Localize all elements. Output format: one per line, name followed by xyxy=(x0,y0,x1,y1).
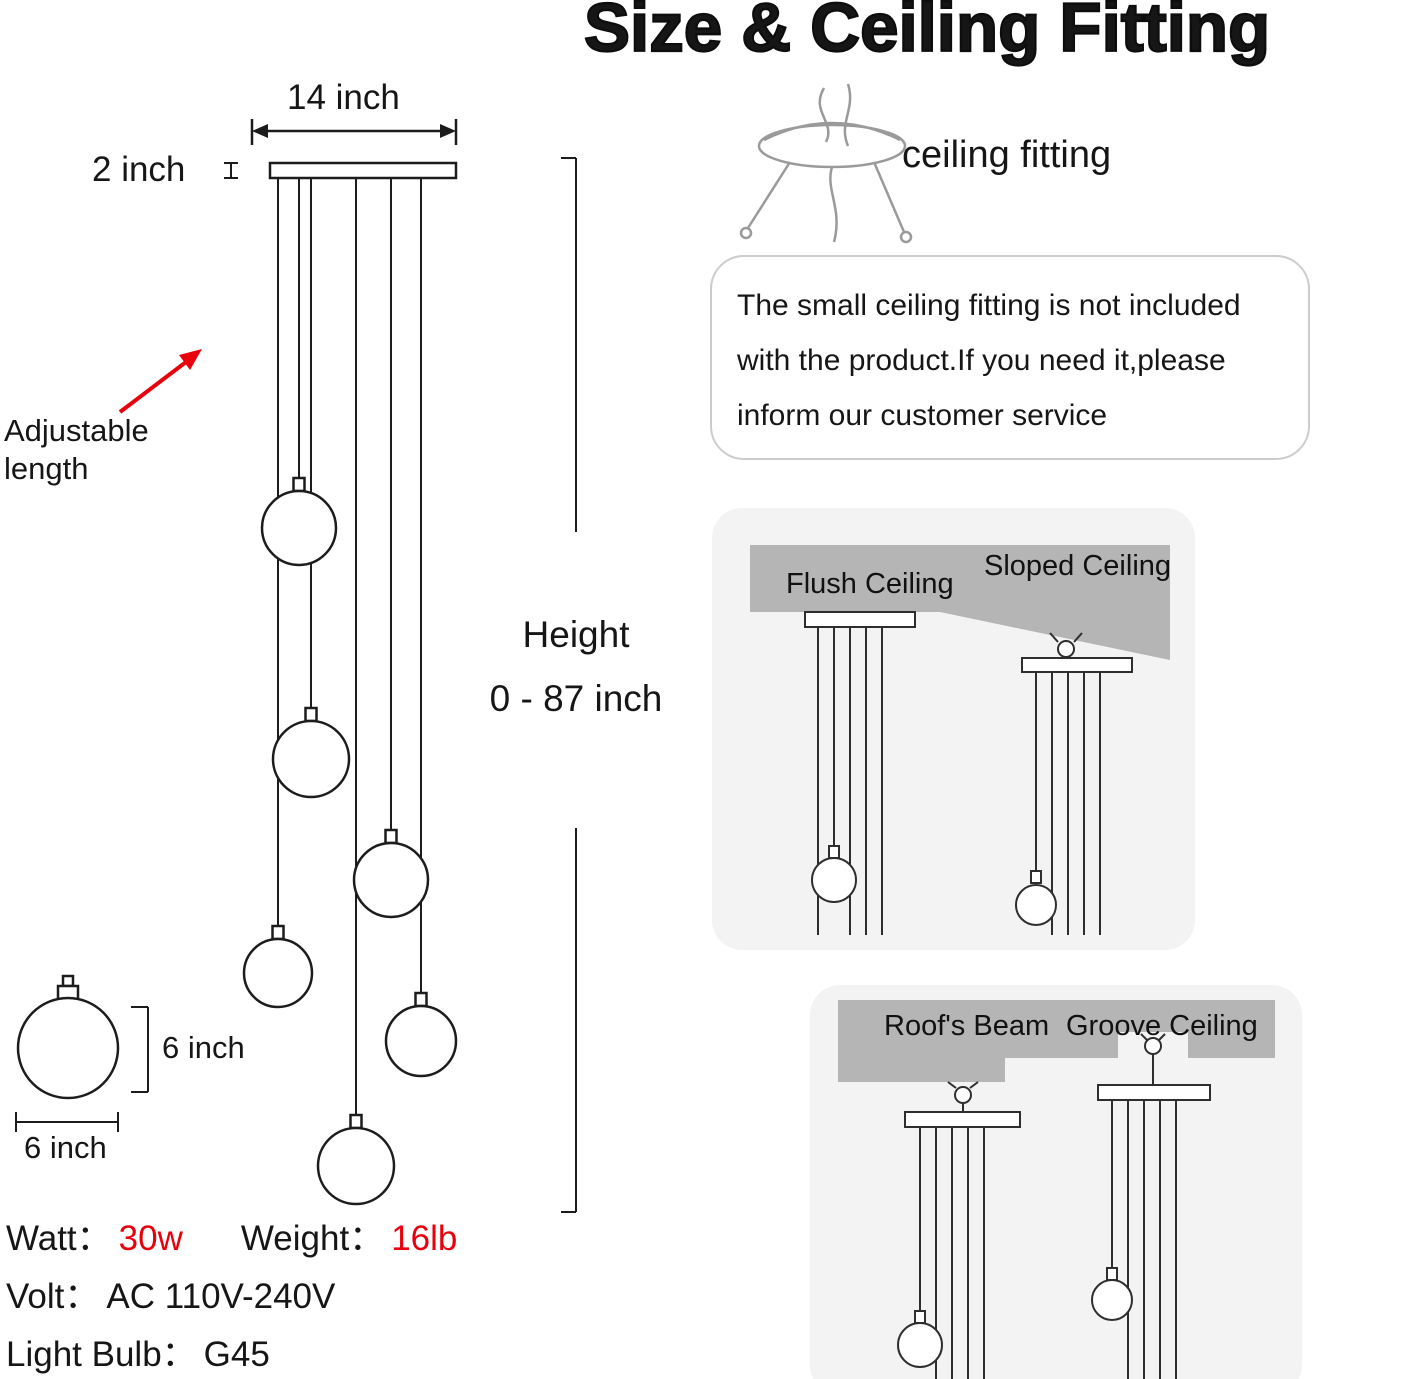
canopy-thickness-tick xyxy=(224,162,238,179)
groove-ceiling-label: Groove Ceiling xyxy=(1066,1010,1258,1042)
pendant-cables xyxy=(277,178,422,1115)
pendant-globes xyxy=(242,476,458,1206)
canopy-thickness-label: 2 inch xyxy=(92,150,186,189)
note-line-2: with the product.If you need it,please xyxy=(737,344,1226,377)
globe-width-label: 6 inch xyxy=(24,1130,107,1165)
spec-line-watt-weight: Watt：30w Weight：16lb xyxy=(6,1210,457,1268)
globe-width-dimension xyxy=(15,1112,119,1132)
ceiling-fitting-note-box: The small ceiling fitting is not include… xyxy=(710,255,1310,460)
spec-line-bulb: Light Bulb：G45 xyxy=(6,1326,457,1379)
watt-value: 30w xyxy=(118,1219,183,1258)
weight-label: Weight： xyxy=(240,1219,385,1258)
volt-value: AC 110V-240V xyxy=(106,1277,336,1316)
globe-height-label: 6 inch xyxy=(162,1030,245,1065)
canopy-width-dimension xyxy=(250,119,458,145)
weight-value: 16lb xyxy=(391,1219,458,1258)
bulb-label: Light Bulb： xyxy=(6,1335,197,1374)
flush-ceiling-label: Flush Ceiling xyxy=(786,568,954,600)
globe-height-dimension xyxy=(131,1006,149,1093)
note-line-3: inform our customer service xyxy=(737,399,1108,432)
height-dimension-label: Height 0 - 87 inch xyxy=(456,614,696,720)
canopy-plate xyxy=(268,161,458,180)
globe-detail-drawing xyxy=(15,974,149,1132)
adjustable-length-label: Adjustable length xyxy=(4,413,149,486)
roofs-beam-label: Roof's Beam xyxy=(884,1010,1050,1042)
sloped-ceiling-label: Sloped Ceiling xyxy=(984,550,1172,582)
spec-line-volt: Volt：AC 110V-240V xyxy=(6,1268,457,1326)
height-title: Height xyxy=(522,614,630,655)
volt-label: Volt： xyxy=(6,1277,100,1316)
ceiling-fitting-label: ceiling fitting xyxy=(902,134,1112,176)
canopy-width-label: 14 inch xyxy=(287,78,400,117)
page-title: Size & Ceiling Fitting xyxy=(583,0,1271,67)
adjustable-arrow xyxy=(118,349,202,414)
ceiling-fitting-drawing xyxy=(739,83,913,244)
spec-list: Watt：30w Weight：16lb Volt：AC 110V-240V Li… xyxy=(6,1210,457,1379)
bulb-value: G45 xyxy=(203,1335,270,1374)
note-line-1: The small ceiling fitting is not include… xyxy=(737,289,1241,322)
watt-label: Watt： xyxy=(6,1219,112,1258)
height-range: 0 - 87 inch xyxy=(489,678,663,719)
beam-groove-ceiling-panel xyxy=(810,985,1302,1379)
